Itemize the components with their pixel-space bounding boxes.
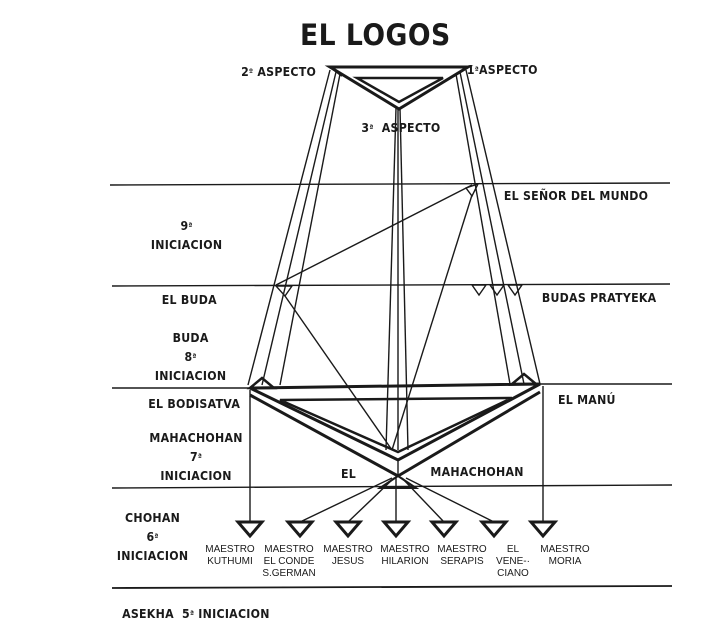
aspect-1-label: 1ªASPECTO: [466, 62, 538, 77]
master-veneciano: EL VENE-· CIANO: [496, 544, 530, 579]
master-triangle-4: [380, 520, 412, 539]
eighth-initiation-label: BUDA 8ª INICIACION: [154, 330, 227, 383]
el-manu-label: EL MANÚ: [557, 392, 616, 407]
aspect-3-label: 3ª ASPECTO: [361, 120, 441, 135]
ninth-initiation-label: 9ª INICIACION: [150, 218, 223, 252]
mahachohan-label: MAHACHOHAN: [430, 464, 524, 479]
level-line-9: [109, 182, 671, 186]
el-label: EL: [341, 466, 357, 481]
master-saint-germain: MAESTRO EL CONDE S.GERMAN: [262, 544, 316, 579]
level-line-5: [111, 585, 673, 589]
fifth-initiation-label: ASEKHA 5ª INICIACION: [122, 606, 270, 621]
master-triangle-5: [428, 520, 460, 539]
sixth-initiation-label: CHOHAN 6ª INICIACION: [116, 510, 189, 563]
master-triangle-3: [332, 520, 364, 539]
diagram-title: EL LOGOS: [300, 18, 451, 52]
master-triangle-1: [234, 520, 266, 539]
master-hilarion: MAESTRO HILARION: [380, 544, 430, 567]
master-serapis: MAESTRO SERAPIS: [437, 544, 487, 567]
master-triangle-2: [284, 520, 316, 539]
master-moria: MAESTRO MORIA: [540, 544, 590, 567]
master-triangle-7: [527, 520, 559, 539]
senor-del-mundo-label: EL SEÑOR DEL MUNDO: [503, 188, 649, 203]
master-kuthumi: MAESTRO KUTHUMI: [205, 544, 255, 567]
el-buda-label: EL BUDA: [161, 292, 217, 307]
master-jesus: MAESTRO JESUS: [323, 544, 373, 567]
aspect-2-label: 2º ASPECTO: [241, 64, 317, 79]
master-triangle-6: [478, 520, 510, 539]
el-bodisatva-label: EL BODISATVA: [148, 396, 241, 411]
budas-pratyeka-label: BUDAS PRATYEKA: [541, 290, 657, 305]
level-line-6: [111, 484, 673, 489]
seventh-initiation-label: MAHACHOHAN 7ª INICIACION: [149, 430, 243, 483]
